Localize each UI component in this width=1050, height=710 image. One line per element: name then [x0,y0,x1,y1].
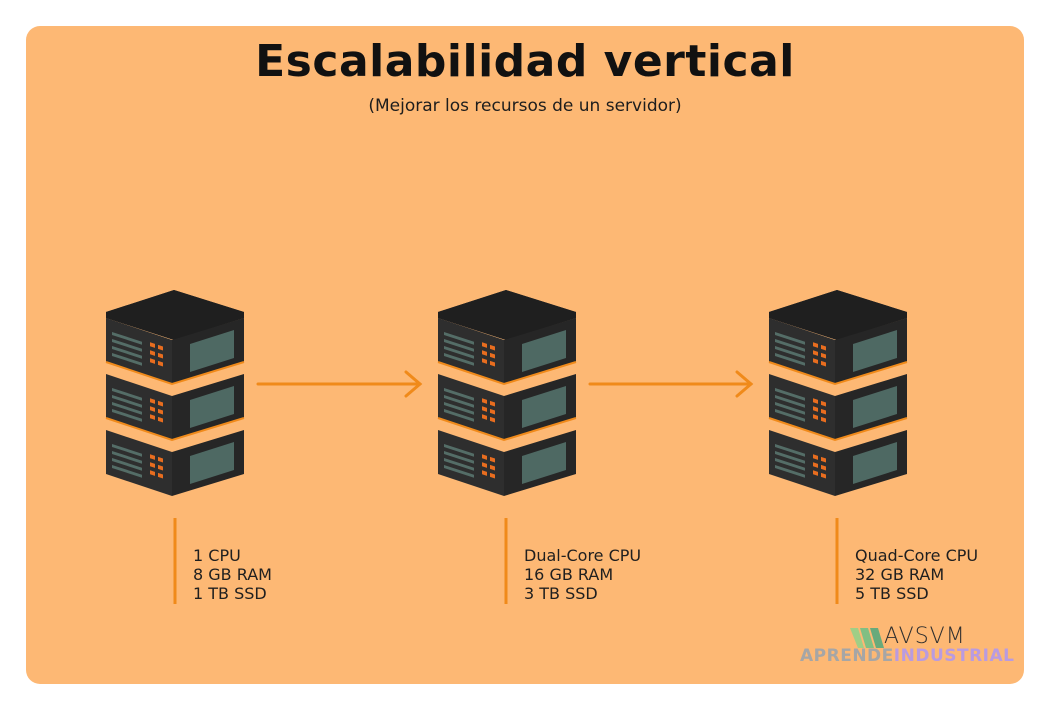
brand-logo-icon [850,628,884,648]
diagram-title: Escalabilidad vertical [255,36,795,87]
brand-logo-text: AVSVM [884,624,966,649]
brand-watermark-text: APRENDEINDUSTRIAL [800,646,1015,666]
watermark-part2: INDUSTRIAL [893,646,1015,666]
spec-ram: 16 GB RAM [524,565,614,584]
diagram-subtitle: (Mejorar los recursos de un servidor) [368,96,682,116]
brand-watermark: AVSVM APRENDEINDUSTRIAL [800,624,1014,670]
spec-storage: 5 TB SSD [855,584,929,603]
server-3-specs: Quad-Core CPU 32 GB RAM 5 TB SSD [855,546,978,603]
spec-ram: 8 GB RAM [193,565,272,584]
server-stack-icon [769,290,907,496]
spec-cpu: 1 CPU [193,546,241,565]
spec-storage: 1 TB SSD [193,584,267,603]
spec-storage: 3 TB SSD [524,584,598,603]
server-stack-icon [438,290,576,496]
spec-ram: 32 GB RAM [855,565,945,584]
arrow-right-icon [256,370,423,398]
arrow-right-icon [588,370,754,398]
server-1-specs: 1 CPU 8 GB RAM 1 TB SSD [193,546,272,603]
spec-cpu: Dual-Core CPU [524,546,642,565]
spec-cpu: Quad-Core CPU [855,546,979,565]
watermark-part1: APRENDE [800,646,894,666]
server-2-specs: Dual-Core CPU 16 GB RAM 3 TB SSD [524,546,641,603]
server-stack-icon [106,290,244,496]
